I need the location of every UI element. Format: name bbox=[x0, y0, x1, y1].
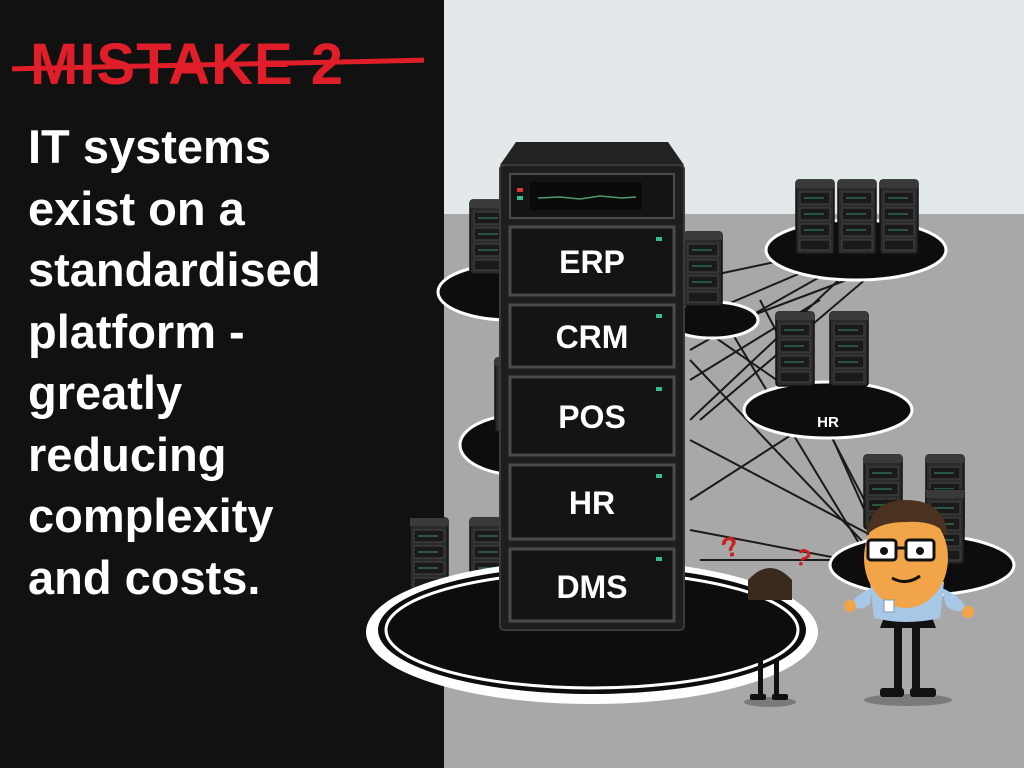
body-line: exist on a bbox=[28, 181, 245, 235]
slide-body: IT systems exist on a standardised platf… bbox=[28, 116, 428, 608]
rack-module-dms: DMS bbox=[508, 547, 676, 623]
main-server-rack: ERP CRM POS HR DMS bbox=[499, 142, 685, 631]
body-line: platform - bbox=[28, 304, 245, 358]
body-line: and costs. bbox=[28, 550, 261, 604]
module-label: POS bbox=[558, 399, 626, 435]
body-line: IT systems bbox=[28, 120, 271, 173]
island-label-hr: HR bbox=[817, 414, 839, 431]
left-text-panel: MISTAKE 2 IT systems exist on a standard… bbox=[0, 0, 444, 768]
character-with-glasses bbox=[844, 500, 974, 706]
rack-module-pos: POS bbox=[508, 375, 676, 457]
rack-module-erp: ERP bbox=[508, 225, 676, 297]
rack-module-crm: CRM bbox=[508, 303, 676, 369]
rack-module-hr: HR bbox=[508, 463, 676, 541]
module-label: DMS bbox=[556, 569, 627, 605]
body-line: standardised bbox=[28, 243, 321, 296]
body-line: reducing bbox=[28, 427, 227, 481]
body-line: greatly bbox=[28, 366, 183, 419]
module-label: CRM bbox=[556, 319, 629, 355]
body-line: complexity bbox=[28, 489, 274, 542]
server-island-top-right bbox=[764, 179, 948, 282]
slide-heading: MISTAKE 2 bbox=[30, 32, 345, 97]
module-label: ERP bbox=[559, 244, 625, 280]
question-mark-icon: ? bbox=[792, 543, 814, 573]
server-island-hr: HR bbox=[742, 311, 914, 440]
module-label: HR bbox=[569, 485, 615, 521]
